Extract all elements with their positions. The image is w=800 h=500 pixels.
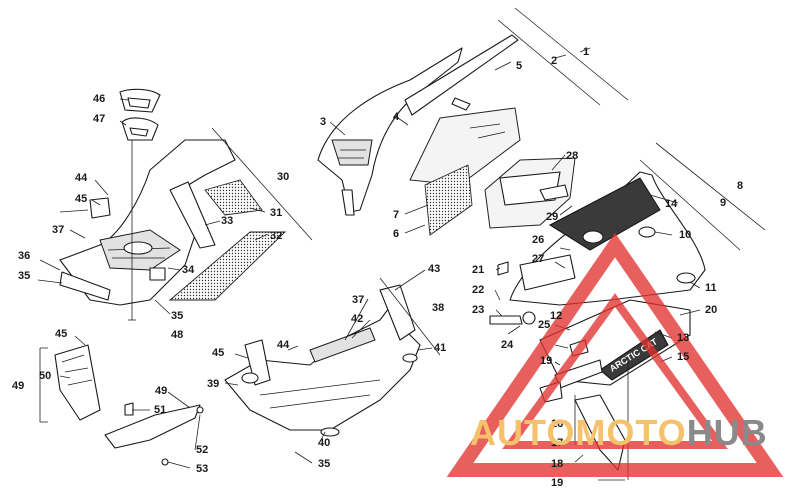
callout-c16: 16: [551, 418, 564, 430]
callout-c35b: 35: [171, 310, 184, 322]
watermark-hub: HUB: [686, 412, 768, 453]
callout-c15: 15: [677, 351, 690, 363]
callout-c52: 52: [196, 444, 209, 456]
belly-pan-assembly: [224, 284, 421, 437]
callout-c10: 10: [679, 229, 692, 241]
callout-c50: 50: [39, 370, 52, 382]
watermark-triangle: [446, 232, 784, 477]
watermark-text: AUTOMOTOHUB: [470, 412, 768, 454]
callout-c4: 4: [393, 111, 400, 123]
callout-c49b: 49: [155, 385, 168, 397]
callout-c37b: 37: [352, 294, 365, 306]
callout-c3: 3: [320, 116, 327, 128]
callout-c42: 42: [351, 313, 364, 325]
callout-c38: 38: [432, 302, 445, 314]
front-nose-assembly: ARCTIC CAT: [484, 157, 706, 471]
callout-c46: 46: [93, 93, 106, 105]
callout-c18: 18: [551, 458, 564, 470]
callout-c45a: 45: [75, 193, 88, 205]
callout-c39: 39: [207, 378, 220, 390]
console-assembly: [59, 88, 287, 306]
watermark-moto: MOTO: [575, 412, 687, 453]
callout-c20: 20: [705, 304, 718, 316]
callout-c51: 51: [154, 404, 167, 416]
callout-c44b: 44: [277, 339, 290, 351]
callout-c13: 13: [677, 332, 690, 344]
callout-c35c: 35: [318, 458, 331, 470]
callout-c43: 43: [428, 263, 441, 275]
callout-c23: 23: [472, 304, 485, 316]
callout-c8: 8: [737, 180, 744, 192]
callout-c21: 21: [472, 264, 485, 276]
callout-c24: 24: [501, 339, 514, 351]
callout-c45c: 45: [55, 328, 68, 340]
callout-c32: 32: [270, 230, 283, 242]
hood-assembly: [317, 34, 521, 236]
callout-c33: 33: [221, 215, 234, 227]
callout-c27: 27: [532, 253, 545, 265]
callout-c30: 30: [277, 171, 290, 183]
callout-c7: 7: [393, 209, 400, 221]
callout-c47: 47: [93, 113, 106, 125]
side-panel-assembly: [54, 344, 204, 466]
callout-c35a: 35: [18, 270, 31, 282]
callout-c25: 25: [538, 319, 551, 331]
callout-c17: 17: [551, 437, 564, 449]
callout-c48: 48: [171, 329, 184, 341]
callout-c2: 2: [551, 55, 558, 67]
callout-c5: 5: [516, 60, 523, 72]
callout-c41: 41: [434, 342, 447, 354]
callout-c26: 26: [532, 234, 545, 246]
callout-c49a: 49: [12, 380, 25, 392]
callout-c11: 11: [705, 282, 717, 294]
callout-c37a: 37: [52, 224, 65, 236]
callout-c31: 31: [270, 207, 283, 219]
callout-c28: 28: [566, 150, 579, 162]
callout-c12: 12: [550, 310, 563, 322]
callout-c14: 14: [665, 198, 678, 210]
callout-c40: 40: [318, 437, 331, 449]
watermark-auto: AUTO: [470, 412, 576, 453]
callout-c36: 36: [18, 250, 31, 262]
callout-c34: 34: [182, 264, 195, 276]
callout-c19b: 19: [551, 477, 564, 489]
callout-c45b: 45: [212, 347, 225, 359]
callout-c9: 9: [720, 197, 727, 209]
callout-c6: 6: [393, 228, 400, 240]
callout-c22: 22: [472, 284, 485, 296]
callout-c19a: 19: [540, 355, 553, 367]
callout-c44a: 44: [75, 172, 88, 184]
callout-c1: 1: [583, 46, 590, 58]
callout-c53: 53: [196, 463, 209, 475]
callout-c29: 29: [546, 211, 559, 223]
